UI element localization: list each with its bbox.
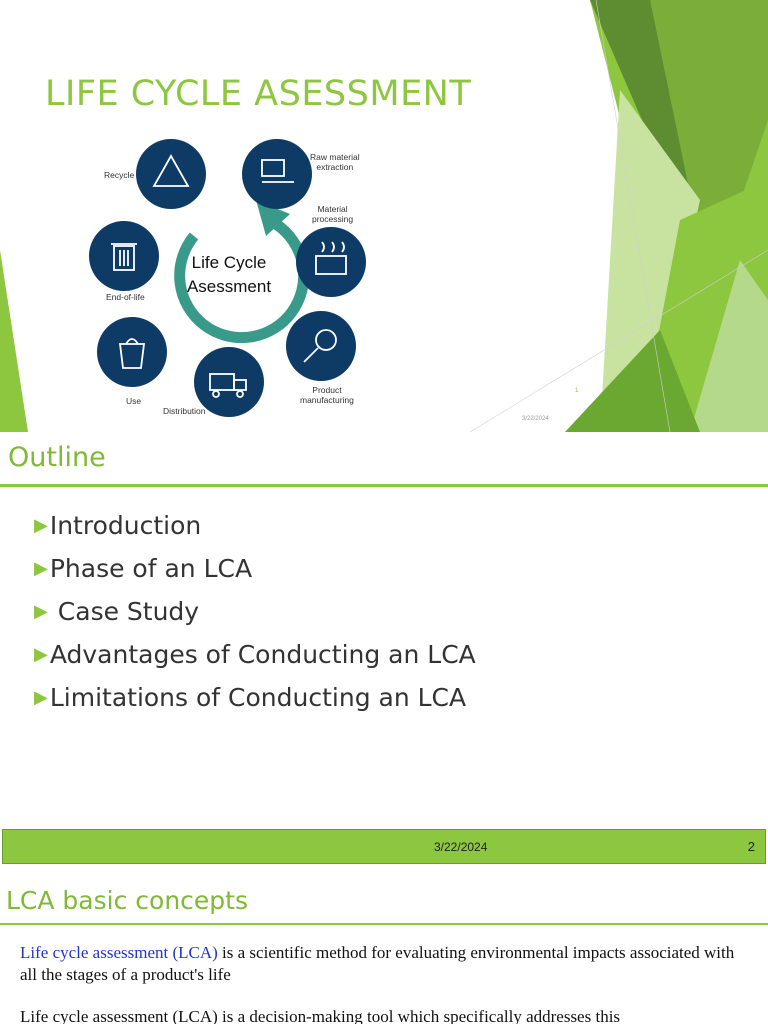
heading-divider: [0, 484, 768, 487]
lca-link[interactable]: Life cycle assessment (LCA): [20, 943, 218, 962]
title-slide: LIFE CYCLE ASESSMENT: [0, 0, 768, 432]
slide-number: 1: [575, 388, 579, 394]
life-cycle-graphic: [89, 139, 366, 417]
outline-heading: Outline: [8, 442, 106, 473]
list-item: ▶Introduction: [34, 504, 476, 547]
footer-page-number: 2: [747, 839, 755, 854]
list-item: ▶Limitations of Conducting an LCA: [34, 676, 476, 719]
bullet-arrow-icon: ▶: [34, 644, 48, 665]
recycle-icon: [136, 139, 206, 209]
definition-paragraph: Life cycle assessment (LCA) is a scienti…: [20, 943, 735, 984]
shopping-bag-icon: [97, 317, 167, 387]
slide-title: LIFE CYCLE ASESSMENT: [45, 74, 472, 114]
list-item: ▶Advantages of Conducting an LCA: [34, 633, 476, 676]
label-product-manufacturing: Product manufacturing: [300, 385, 354, 405]
list-item: ▶ Case Study: [34, 590, 476, 633]
label-use: Use: [126, 396, 142, 406]
label-recycle: Recycle: [104, 170, 135, 180]
bullet-arrow-icon: ▶: [34, 515, 48, 536]
excavator-icon: [242, 139, 312, 209]
diagram-center-title: Life Cycle Asessment: [186, 253, 272, 296]
outline-slide: Outline ▶Introduction ▶Phase of an LCA ▶…: [0, 432, 768, 866]
slide-date: 3/22/2024: [522, 416, 549, 422]
factory-icon: [296, 227, 366, 297]
bullet-arrow-icon: ▶: [34, 601, 48, 622]
label-raw-material: Raw material extraction: [310, 152, 360, 172]
footer-date: 3/22/2024: [434, 840, 488, 854]
label-material-processing: Material processing: [312, 204, 354, 224]
truck-icon: [194, 347, 264, 417]
slide-footer-bar: 3/22/2024 2: [2, 829, 766, 864]
label-end-of-life: End-of-life: [106, 292, 145, 302]
cycle-arrowhead-icon: [256, 200, 290, 236]
concepts-slide: LCA basic concepts Life cycle assessment…: [0, 866, 768, 1024]
decision-tool-paragraph: Life cycle assessment (LCA) is a decisio…: [20, 1007, 621, 1024]
list-item: ▶Phase of an LCA: [34, 547, 476, 590]
life-cycle-diagram: Life Cycle Asessment Recycle Raw materia…: [86, 134, 376, 424]
concepts-heading: LCA basic concepts: [6, 886, 248, 915]
heading-divider: [0, 923, 768, 925]
bullet-arrow-icon: ▶: [34, 558, 48, 579]
green-geometric-decoration: [0, 0, 768, 432]
bullet-arrow-icon: ▶: [34, 687, 48, 708]
outline-list: ▶Introduction ▶Phase of an LCA ▶ Case St…: [34, 504, 476, 719]
gear-wrench-icon: [286, 311, 356, 381]
label-distribution: Distribution: [163, 406, 206, 416]
